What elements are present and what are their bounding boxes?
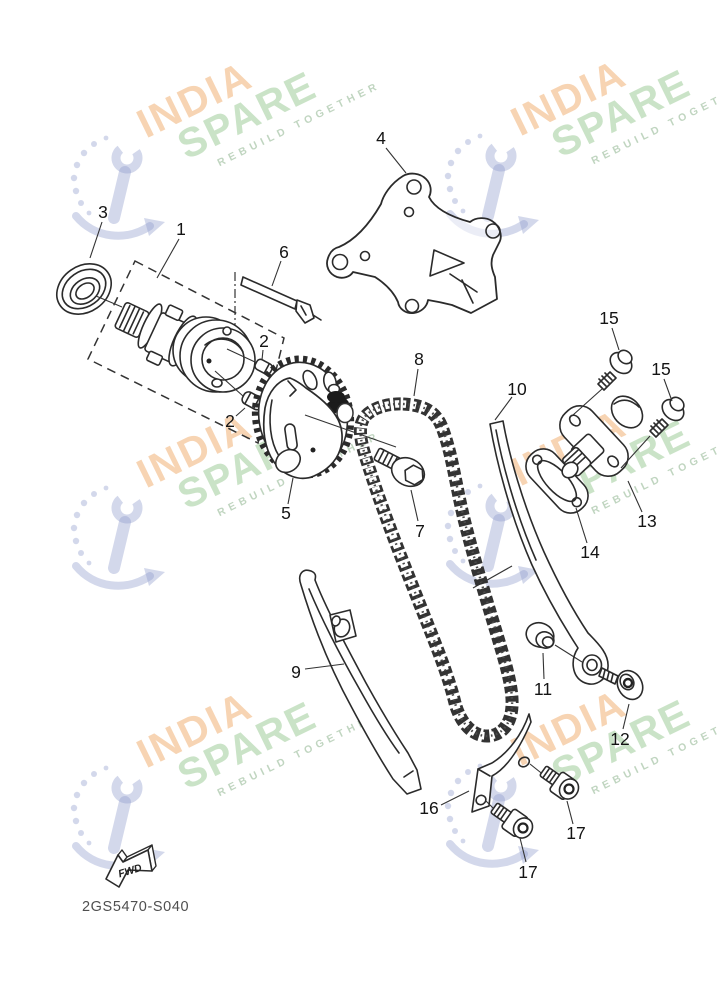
part-label-16: 16 bbox=[419, 798, 438, 818]
chain-tensioner bbox=[559, 395, 644, 479]
part-label-12: 12 bbox=[610, 729, 629, 749]
part-label-17a: 17 bbox=[518, 862, 537, 882]
collar bbox=[525, 621, 583, 663]
drawing-code: 2GS5470-S040 bbox=[82, 899, 189, 915]
part-label-2a: 2 bbox=[259, 331, 269, 351]
socket-bolt bbox=[490, 802, 534, 839]
dowel-pin bbox=[254, 358, 274, 376]
part-label-4: 4 bbox=[376, 128, 386, 148]
socket-bolt bbox=[539, 765, 580, 801]
chain-guide-rear bbox=[472, 420, 609, 685]
part-label-11: 11 bbox=[534, 679, 552, 699]
part-label-10: 10 bbox=[507, 379, 527, 399]
part-label-13: 13 bbox=[637, 511, 656, 531]
stopper-plate bbox=[326, 172, 502, 315]
part-label-15b: 15 bbox=[651, 359, 670, 379]
part-label-8: 8 bbox=[414, 349, 424, 369]
chain-guide-front bbox=[298, 569, 422, 795]
part-label-9: 9 bbox=[291, 662, 301, 682]
part-label-7: 7 bbox=[415, 521, 425, 541]
tensioner-gasket bbox=[525, 448, 589, 514]
fwd-arrow: FWD bbox=[105, 844, 157, 888]
part-label-14: 14 bbox=[580, 542, 600, 562]
pivot-bolt bbox=[598, 667, 644, 701]
part-label-15a: 15 bbox=[599, 308, 618, 328]
part-label-1: 1 bbox=[176, 219, 186, 239]
part-label-5: 5 bbox=[281, 503, 291, 523]
leader-lines bbox=[89, 147, 673, 863]
decompression-plate bbox=[262, 377, 397, 480]
camshaft bbox=[114, 302, 285, 425]
tensioner-bolt bbox=[572, 349, 633, 416]
part-labels: 1 2 2 3 4 5 6 7 8 9 10 11 12 13 14 15 15… bbox=[98, 128, 671, 882]
tensioner-bolt bbox=[620, 396, 685, 469]
guide-bracket bbox=[471, 713, 546, 813]
timing-chain bbox=[353, 397, 519, 743]
bearing bbox=[56, 263, 123, 315]
decompression-pin bbox=[240, 276, 322, 324]
sprocket-bolt bbox=[373, 447, 426, 488]
part-label-2b: 2 bbox=[225, 411, 235, 431]
part-label-6: 6 bbox=[279, 242, 289, 262]
part-label-17b: 17 bbox=[566, 823, 585, 843]
part-label-3: 3 bbox=[98, 202, 108, 222]
